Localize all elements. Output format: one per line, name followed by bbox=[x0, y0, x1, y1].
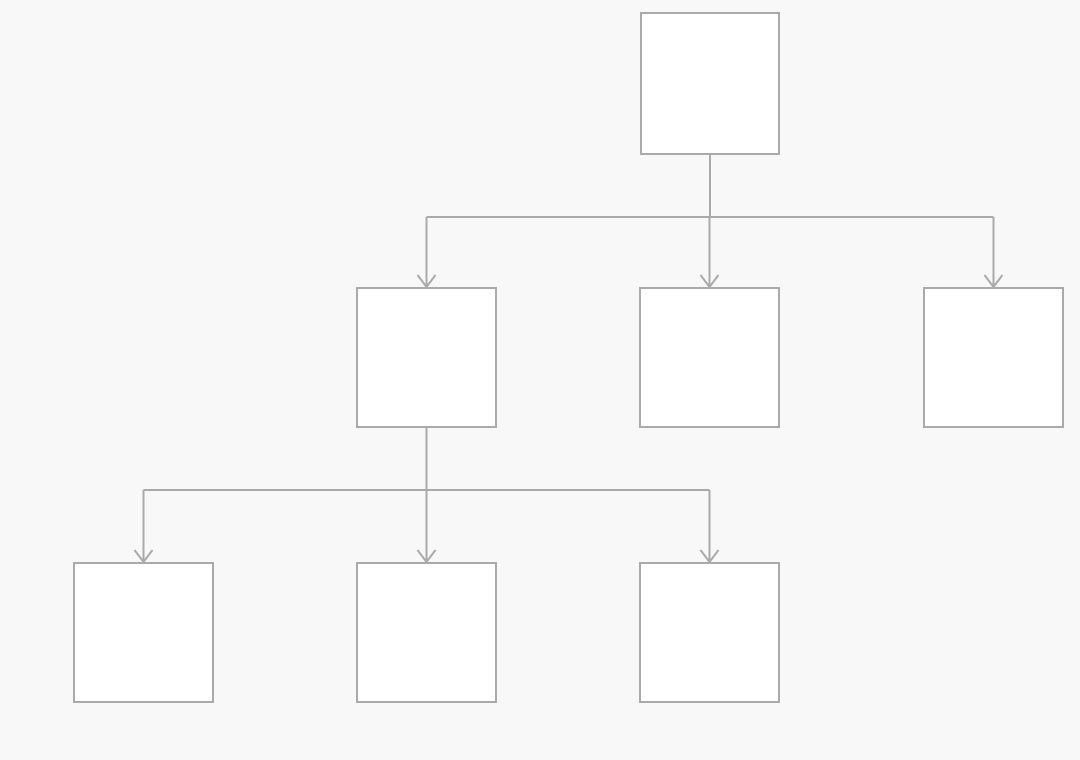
node-n3[interactable] bbox=[639, 287, 780, 428]
node-n4[interactable] bbox=[923, 287, 1064, 428]
arrow-icon-e6 bbox=[699, 549, 720, 564]
node-label bbox=[706, 354, 714, 362]
node-n7[interactable] bbox=[639, 562, 780, 703]
node-label bbox=[423, 629, 431, 637]
node-label bbox=[706, 629, 714, 637]
node-n5[interactable] bbox=[73, 562, 214, 703]
node-label bbox=[990, 354, 998, 362]
arrow-icon-e5 bbox=[416, 549, 437, 564]
arrow-icon-e2 bbox=[699, 274, 720, 289]
node-n2[interactable] bbox=[356, 287, 497, 428]
node-n6[interactable] bbox=[356, 562, 497, 703]
arrow-icon-e3 bbox=[983, 274, 1004, 289]
node-n1[interactable] bbox=[640, 12, 780, 155]
node-label bbox=[706, 80, 714, 88]
node-label bbox=[423, 354, 431, 362]
arrow-icon-e1 bbox=[416, 274, 437, 289]
node-label bbox=[140, 629, 148, 637]
arrow-icon-e4 bbox=[133, 549, 154, 564]
